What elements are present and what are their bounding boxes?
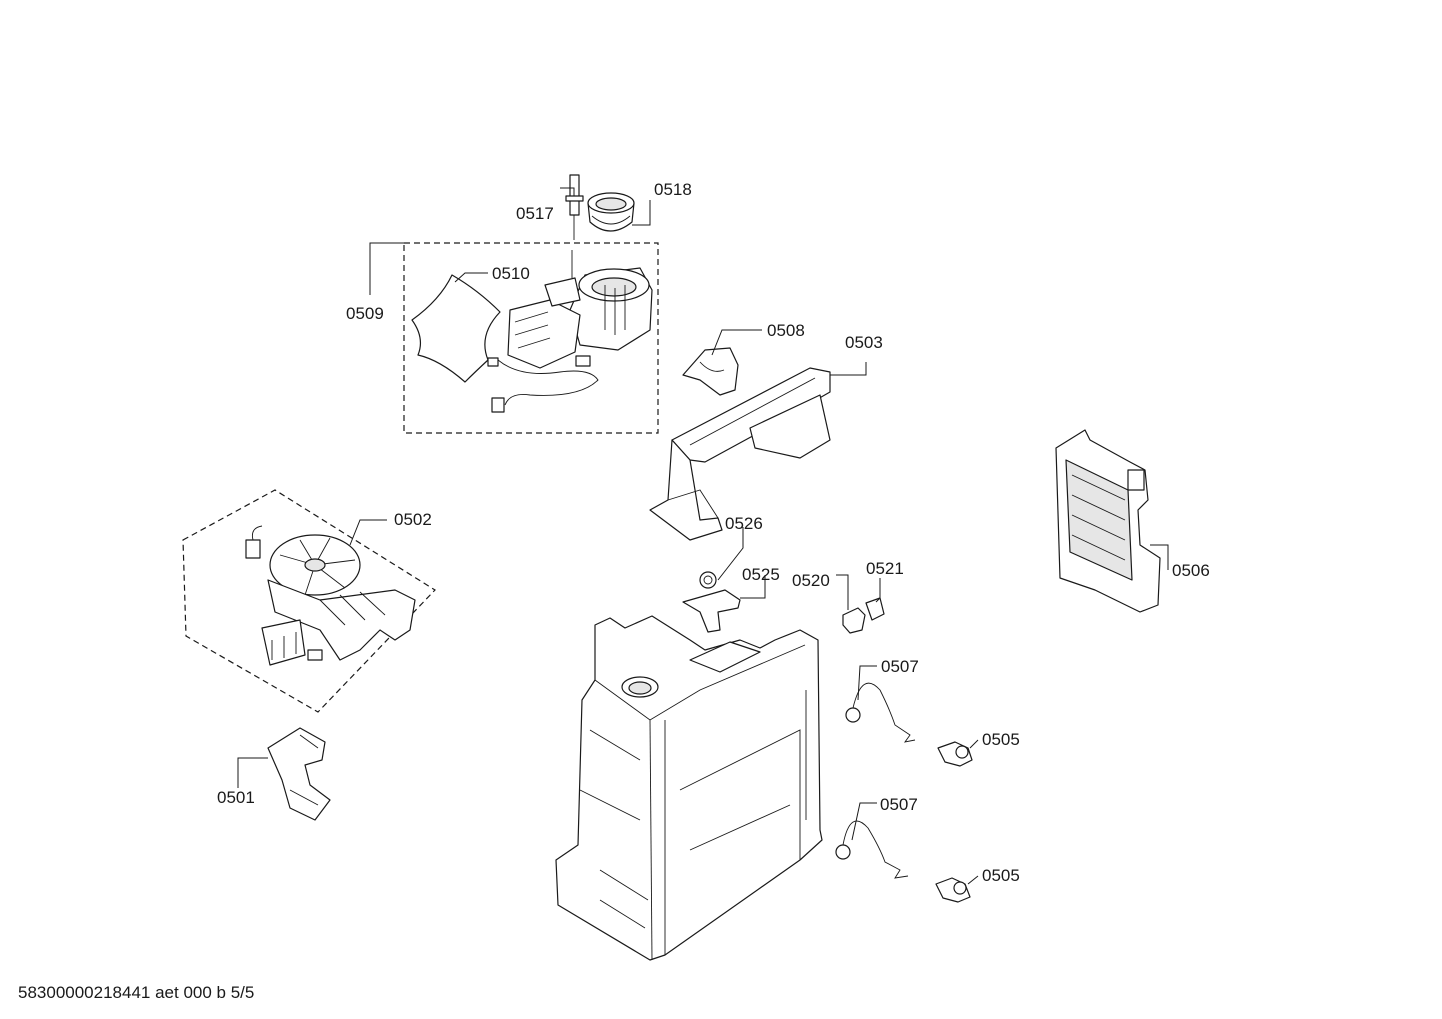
part-0505-lower-sensor[interactable] [935,877,971,903]
callout-0518: 0518 [654,180,692,199]
callout-0520: 0520 [792,571,830,590]
part-0507-upper-wire[interactable] [845,682,916,743]
assembly-frame-0509 [403,242,659,434]
part-0507-lower-wire[interactable] [835,820,909,879]
callout-0507-upper: 0507 [881,657,919,676]
callout-0508: 0508 [767,321,805,340]
callout-0525: 0525 [742,565,780,584]
part-0517-pin[interactable] [565,174,584,240]
callout-0517: 0517 [516,204,554,223]
callout-0502: 0502 [394,510,432,529]
leader-lines [237,187,1169,885]
part-0518-adjuster-ring[interactable] [587,192,635,232]
part-0503-duct[interactable] [649,367,831,541]
callout-0501: 0501 [217,788,255,807]
callout-0505-lower: 0505 [982,866,1020,885]
document-id: 58300000218441 aet 000 b 5/5 [18,983,254,1002]
part-housing-frame[interactable] [555,615,823,961]
part-0509-grinder-unit[interactable] [487,250,653,413]
part-0502-unit[interactable] [245,525,416,666]
callout-0503: 0503 [845,333,883,352]
part-0525-lever[interactable] [682,589,741,633]
part-0510-gasket[interactable] [411,274,501,383]
part-0506-control-board[interactable] [1055,429,1161,613]
callout-0526: 0526 [725,514,763,533]
callout-0510: 0510 [492,264,530,283]
part-0521-clip[interactable] [865,597,885,621]
part-0505-upper-sensor[interactable] [937,741,973,767]
callout-0521: 0521 [866,559,904,578]
part-0526-spring[interactable] [699,571,717,589]
part-0501-bracket[interactable] [267,727,331,821]
callout-0506: 0506 [1172,561,1210,580]
part-0520-clip[interactable] [842,607,866,634]
callout-0509: 0509 [346,304,384,323]
callout-0505-upper: 0505 [982,730,1020,749]
callout-0507-lower: 0507 [880,795,918,814]
assembly-frame-0502 [182,489,436,713]
part-0508[interactable] [682,347,739,396]
